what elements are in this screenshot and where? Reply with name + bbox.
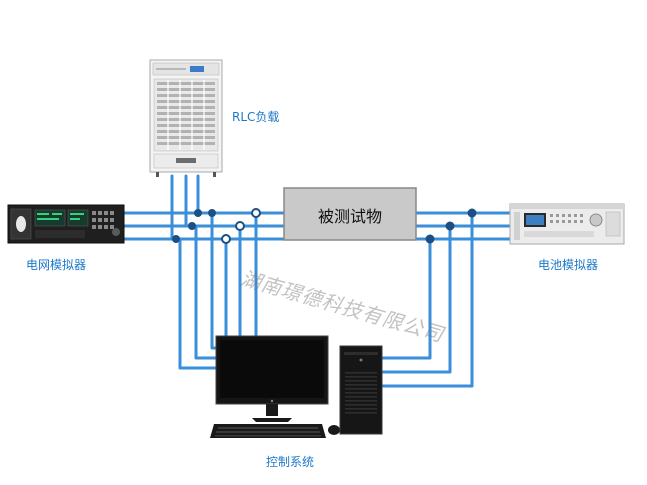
open-terminal <box>235 221 245 231</box>
open-terminal <box>251 208 261 218</box>
grid-simulator-label: 电网模拟器 <box>26 258 87 272</box>
junction-dot <box>467 208 477 218</box>
rack-instrument-icon <box>509 203 625 245</box>
junction-dot <box>194 209 202 217</box>
ctrl-feed-1 <box>178 237 220 370</box>
keyboard-icon <box>210 424 326 438</box>
tower-feed-2 <box>380 224 452 374</box>
junction-dot <box>425 234 435 244</box>
control-system-label: 控制系统 <box>266 455 315 469</box>
rlc-load-label: RLC负载 <box>232 110 280 124</box>
dut-box <box>283 187 417 241</box>
junction-dot <box>172 235 180 243</box>
tower-feed-3 <box>380 211 474 388</box>
rack-cabinet-icon <box>149 59 223 177</box>
rack-instrument-icon <box>7 204 125 244</box>
tower-feed-1 <box>380 237 432 360</box>
dut-label: 被测试物 <box>317 207 382 226</box>
mouse-icon <box>328 425 340 435</box>
junction-dot <box>188 222 196 230</box>
junction-dot <box>208 209 216 217</box>
ctrl-feed-2 <box>194 224 220 360</box>
open-terminal <box>221 234 231 244</box>
battery-simulator-label: 电池模拟器 <box>538 258 599 272</box>
monitor-icon <box>215 335 329 422</box>
ctrl-feed-3 <box>210 211 220 350</box>
open-terminals <box>221 208 261 244</box>
junction-dot <box>445 221 455 231</box>
junctions <box>172 208 477 244</box>
pc-tower-icon <box>339 345 383 435</box>
